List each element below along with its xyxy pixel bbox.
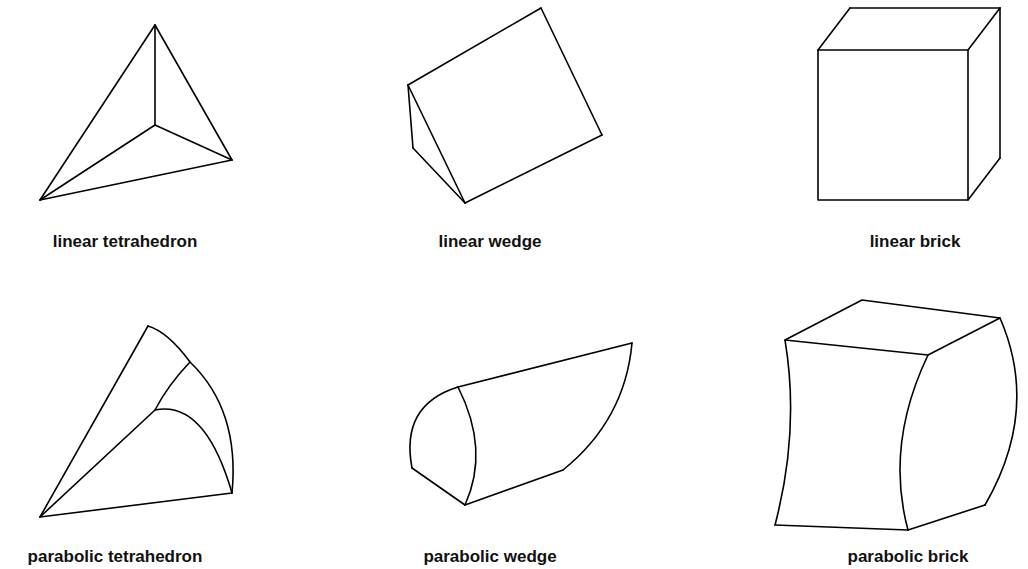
parabolic-tetrahedron [40,326,233,517]
linear-wedge [408,8,602,203]
element-label: parabolic tetrahedron [28,547,203,567]
parabolic-brick [775,300,1017,530]
parabolic-wedge [410,343,632,505]
element-label: linear tetrahedron [53,232,198,252]
element-label: linear wedge [439,232,542,252]
linear-tetrahedron [40,25,232,200]
element-label: parabolic wedge [423,547,556,567]
element-label: parabolic brick [848,547,969,567]
element-label: linear brick [870,232,961,252]
linear-brick [818,8,1000,200]
